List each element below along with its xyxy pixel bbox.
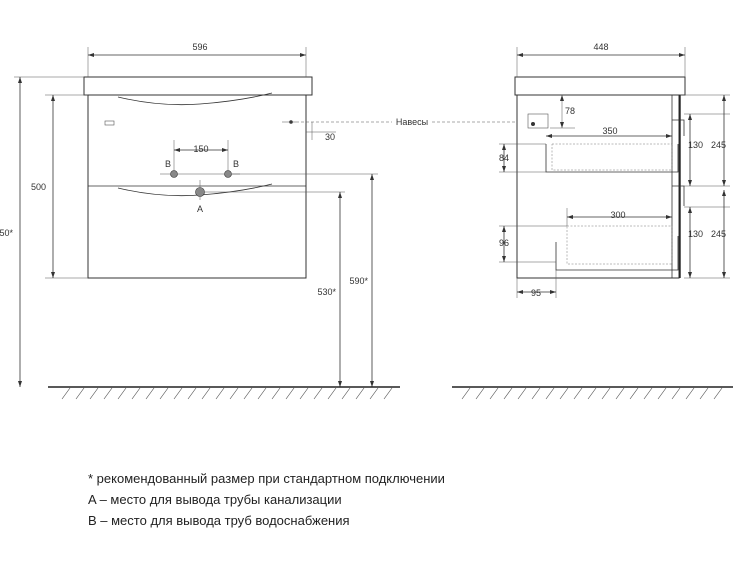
dim-84: 84: [499, 153, 509, 163]
dim-78: 78: [565, 106, 575, 116]
floor-hatch-stroke: [215, 387, 225, 400]
floor-hatch-stroke: [89, 387, 99, 400]
floor-hatch-stroke: [699, 387, 709, 400]
floor-hatch-stroke: [559, 387, 569, 400]
floor-hatch-stroke: [601, 387, 611, 400]
notes-block: * рекомендованный размер при стандартном…: [88, 468, 688, 531]
note-b: B – место для вывода труб водоснабжения: [88, 513, 350, 528]
side-view: 78 350 84 130 245 448: [452, 42, 733, 400]
floor-hatch-stroke: [355, 387, 365, 400]
floor-hatch-stroke: [341, 387, 351, 400]
floor-hatch-stroke: [313, 387, 323, 400]
floor-hatch-side: [461, 387, 723, 400]
floor-hatch-stroke: [103, 387, 113, 400]
floor-hatch-stroke: [461, 387, 471, 400]
front-hanger-mark-left: [104, 120, 115, 126]
floor-hatch-stroke: [229, 387, 239, 400]
floor-hatch-stroke: [327, 387, 337, 400]
hangers-callout: Навесы: [296, 117, 528, 127]
note-a: A – место для вывода трубы канализации: [88, 492, 342, 507]
floor-hatch-stroke: [643, 387, 653, 400]
floor-hatch-stroke: [573, 387, 583, 400]
front-cabinet-body: [87, 94, 307, 279]
side-countertop: [514, 76, 686, 96]
water-outlet-b-left: [170, 170, 178, 178]
dim-150: 150: [193, 144, 208, 154]
label-b-left: B: [165, 159, 171, 169]
floor-hatch-stroke: [159, 387, 169, 400]
label-a: A: [197, 204, 203, 214]
dim-448: 448: [593, 42, 608, 52]
floor-hatch-stroke: [285, 387, 295, 400]
floor-hatch-stroke: [615, 387, 625, 400]
floor-hatch-stroke: [713, 387, 723, 400]
side-upper-drawer: [545, 144, 679, 173]
dim-500: 500: [31, 182, 46, 192]
floor-hatch-stroke: [475, 387, 485, 400]
front-view: 596 150 B B A 30 500 850*: [0, 42, 400, 400]
floor-hatch-stroke: [75, 387, 85, 400]
side-hanger-bracket: [527, 113, 549, 129]
floor-hatch-stroke: [243, 387, 253, 400]
dim-590: 590*: [349, 276, 368, 286]
dim-350: 350: [602, 126, 617, 136]
dim-596: 596: [192, 42, 207, 52]
drain-outlet-a: [195, 187, 205, 197]
water-outlet-b-right: [224, 170, 232, 178]
floor-hatch-stroke: [545, 387, 555, 400]
floor-hatch-front: [61, 387, 393, 400]
dim-530: 530*: [317, 287, 336, 297]
dim-130-bottom: 130: [688, 229, 703, 239]
floor-hatch-stroke: [187, 387, 197, 400]
floor-hatch-stroke: [131, 387, 141, 400]
floor-hatch-stroke: [145, 387, 155, 400]
floor-hatch-stroke: [503, 387, 513, 400]
dim-30: 30: [325, 132, 335, 142]
floor-hatch-stroke: [489, 387, 499, 400]
side-lower-drawer: [555, 236, 679, 271]
label-b-right: B: [233, 159, 239, 169]
floor-hatch-stroke: [369, 387, 379, 400]
dim-96: 96: [499, 238, 509, 248]
floor-hatch-stroke: [685, 387, 695, 400]
floor-hatch-stroke: [671, 387, 681, 400]
hangers-label: Навесы: [396, 117, 428, 127]
front-upper-handle-curve: [117, 92, 273, 106]
floor-hatch-stroke: [61, 387, 71, 400]
floor-hatch-stroke: [201, 387, 211, 400]
floor-hatch-stroke: [383, 387, 393, 400]
note-recommended: * рекомендованный размер при стандартном…: [88, 471, 445, 486]
dim-300: 300: [610, 210, 625, 220]
floor-hatch-stroke: [257, 387, 267, 400]
floor-hatch-stroke: [173, 387, 183, 400]
dim-130-top: 130: [688, 140, 703, 150]
floor-hatch-stroke: [517, 387, 527, 400]
dim-95: 95: [531, 288, 541, 298]
floor-hatch-stroke: [587, 387, 597, 400]
dim-850: 850*: [0, 228, 13, 238]
floor-hatch-stroke: [117, 387, 127, 400]
front-countertop: [83, 76, 313, 96]
side-cabinet-body: [516, 94, 680, 279]
floor-hatch-stroke: [271, 387, 281, 400]
floor-hatch-stroke: [531, 387, 541, 400]
dim-245-top: 245: [711, 140, 726, 150]
floor-hatch-stroke: [629, 387, 639, 400]
floor-hatch-stroke: [657, 387, 667, 400]
dim-245-bottom: 245: [711, 229, 726, 239]
floor-hatch-stroke: [299, 387, 309, 400]
